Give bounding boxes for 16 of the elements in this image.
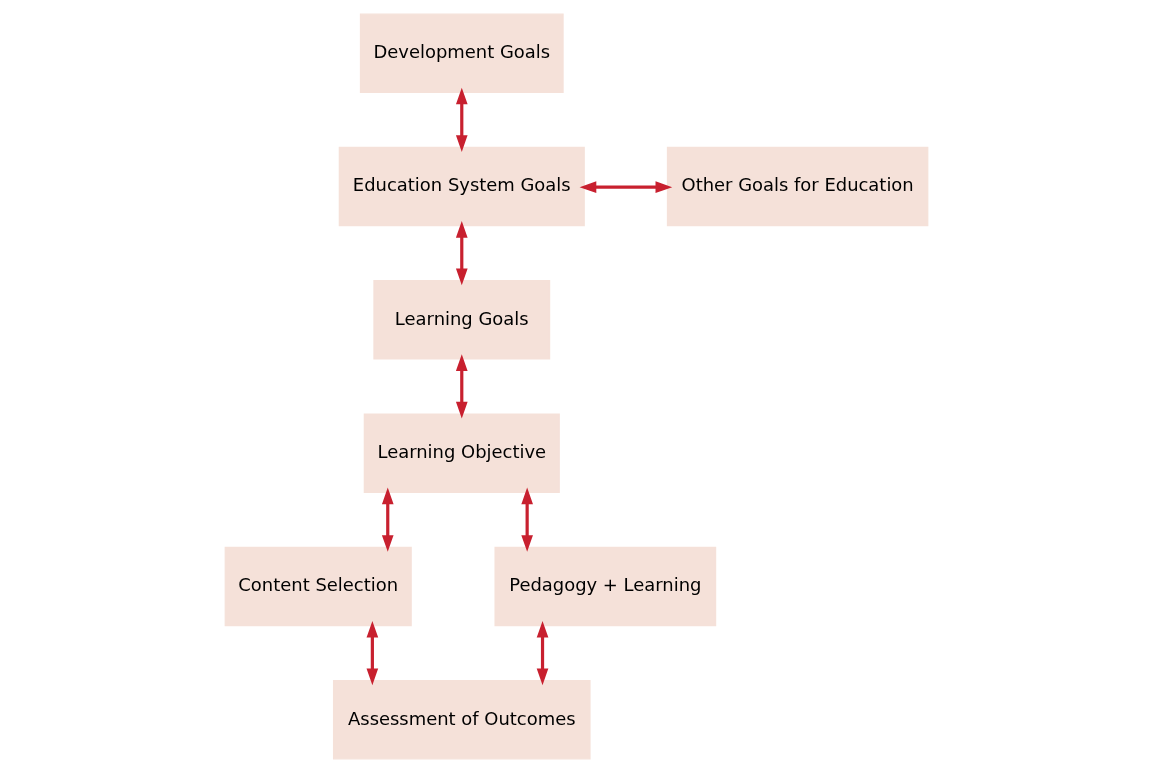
arrow bbox=[455, 353, 468, 419]
node-box: Education System Goals bbox=[338, 146, 585, 226]
arrow bbox=[520, 487, 533, 552]
arrow bbox=[455, 87, 468, 152]
arrow bbox=[366, 620, 378, 685]
arrow bbox=[455, 220, 468, 285]
node-box: Content Selection bbox=[224, 546, 412, 626]
node-box: Assessment of Outcomes bbox=[332, 679, 591, 759]
node-box: Development Goals bbox=[359, 13, 564, 93]
node-box: Learning Goals bbox=[372, 279, 550, 360]
node-box: Other Goals for Education bbox=[666, 146, 928, 226]
node-box: Learning Objective bbox=[363, 412, 560, 493]
arrow bbox=[536, 620, 548, 685]
arrow bbox=[579, 180, 672, 193]
arrow bbox=[381, 487, 394, 552]
node-box: Pedagogy + Learning bbox=[493, 546, 716, 626]
